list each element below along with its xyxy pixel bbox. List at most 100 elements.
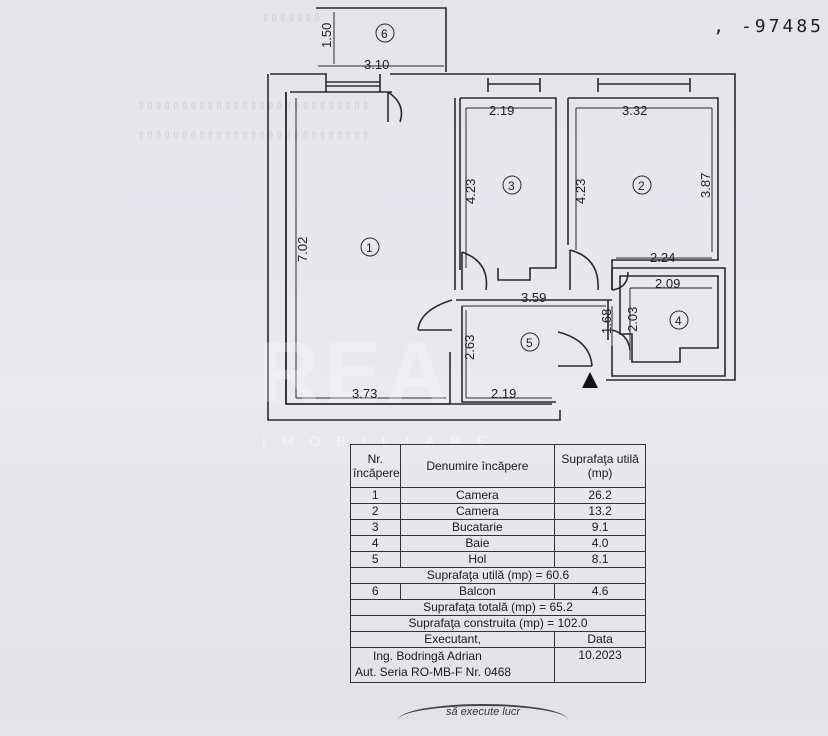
room-number: 4 — [675, 314, 682, 328]
stamp: să execute lucr — [398, 704, 568, 736]
table-row: 5 Hol 8.1 — [350, 551, 646, 568]
room-nr: 5 — [350, 551, 401, 568]
door-swing — [387, 91, 403, 123]
hall-outline — [456, 299, 612, 403]
room-number-circle — [360, 237, 380, 257]
dimension-label: 4.23 — [573, 179, 588, 204]
document-number: , -97485 — [713, 16, 824, 37]
room-number-circle — [520, 332, 540, 352]
room-number: 2 — [638, 179, 645, 193]
room1-outline — [285, 91, 456, 405]
dimension-label: 3.59 — [521, 290, 546, 305]
kitchen-outline — [459, 97, 557, 281]
dimension-label: 3.87 — [698, 173, 713, 198]
bath-outline — [619, 275, 719, 363]
dimension-label: 3.73 — [352, 386, 377, 401]
date-value: 10.2023 — [554, 647, 646, 683]
door-swing — [611, 270, 629, 291]
dimension-label: 3.10 — [364, 57, 389, 72]
dimension-line — [629, 287, 712, 360]
dimension-line — [465, 107, 552, 268]
window-mark — [325, 74, 381, 92]
watermark-logo: REA — [258, 325, 452, 421]
room-number: 3 — [508, 179, 515, 193]
engineer-name: Ing. Bodringă Adrian — [373, 649, 482, 663]
table-row: 2 Camera 13.2 — [350, 503, 646, 520]
room-nr: 4 — [350, 535, 401, 552]
dimension-label: 2.24 — [650, 250, 675, 265]
room-area: 9.1 — [554, 519, 646, 536]
dimension-label: 1.50 — [319, 23, 334, 48]
room-area: 4.6 — [554, 583, 646, 600]
room-number: 1 — [366, 241, 373, 255]
dimension-label: 2.63 — [462, 335, 477, 360]
room-nr: 1 — [350, 487, 401, 504]
useful-total: Suprafaţa utilă (mp) = 60.6 — [350, 567, 646, 584]
dimension-label: 1.68 — [599, 309, 614, 334]
table-row: 6 Balcon 4.6 — [350, 583, 646, 600]
outer-wall — [267, 73, 736, 421]
header-area: Suprafaţa utilă (mp) — [554, 444, 646, 488]
balcony-outline — [316, 7, 447, 72]
room-number: 6 — [381, 27, 388, 41]
table-row: Suprafaţa utilă (mp) = 60.6 — [350, 567, 646, 584]
document-sheet: , -97485 ▯▯▯▯▯▯▯ ▯▯▯▯▯▯▯▯▯▯▯▯▯▯▯▯▯▯▯▯▯▯▯… — [0, 0, 828, 720]
table-row: Executant, Data — [349, 631, 646, 648]
rooms-table: Nr. încăpere Denumire încăpere Suprafaţa… — [349, 444, 646, 683]
header-name: Denumire încăpere — [399, 444, 556, 488]
dimension-label: 4.23 — [463, 179, 478, 204]
window-mark — [597, 78, 691, 92]
dimension-line — [465, 310, 552, 399]
dimension-label: 2.03 — [625, 307, 640, 332]
table-row: 1 Camera 26.2 — [350, 487, 646, 504]
door-swing — [417, 299, 453, 331]
dimension-label: 2.19 — [489, 103, 514, 118]
room-number-circle — [632, 175, 652, 195]
room-nr: 2 — [350, 503, 401, 520]
dimension-line — [295, 98, 446, 399]
room-name: Balcon — [399, 583, 556, 600]
room-number: 5 — [526, 336, 533, 350]
room-nr: 3 — [350, 519, 401, 536]
room-number-circle — [669, 310, 689, 330]
room-name: Baie — [399, 535, 556, 552]
room-name: Camera — [399, 503, 556, 520]
dimension-label: 2.19 — [491, 386, 516, 401]
dimension-line — [318, 12, 444, 67]
room-number-circle — [502, 175, 522, 195]
window-mark — [487, 78, 541, 92]
executant-label: Executant, — [349, 631, 556, 648]
faint-print: ▯▯▯▯▯▯▯▯▯▯▯▯▯▯▯▯▯▯▯▯▯▯▯▯▯▯▯ — [138, 98, 371, 111]
executant-cell: Ing. Bodringă Adrian Aut. Seria RO-MB-F … — [349, 647, 556, 683]
total-area: Suprafaţa totală (mp) = 65.2 — [350, 599, 646, 616]
dimension-label: 7.02 — [295, 237, 310, 262]
room-number-circle — [375, 23, 395, 43]
door-swing — [569, 249, 599, 291]
authorization: Aut. Seria RO-MB-F Nr. 0468 — [355, 665, 512, 679]
header-nr: Nr. încăpere — [350, 444, 401, 488]
faint-print: ▯▯▯▯▯▯▯▯▯▯▯▯▯▯▯▯▯▯▯▯▯▯▯▯▯▯▯ — [138, 128, 371, 141]
door-swing — [611, 329, 631, 351]
door-swing — [557, 331, 593, 367]
room-area: 4.0 — [554, 535, 646, 552]
table-row: Ing. Bodringă Adrian Aut. Seria RO-MB-F … — [349, 647, 646, 683]
room-nr: 6 — [350, 583, 401, 600]
entrance-marker — [582, 372, 598, 388]
dimension-label: 3.32 — [622, 103, 647, 118]
floor-plan: REA IMOBILIARE 1 2 3 4 5 6 1.50 3.10 2.1… — [258, 7, 736, 449]
room-area: 13.2 — [554, 503, 646, 520]
room-area: 26.2 — [554, 487, 646, 504]
table-row: 4 Baie 4.0 — [350, 535, 646, 552]
table-row: Suprafaţa totală (mp) = 65.2 — [350, 599, 646, 616]
date-label: Data — [554, 631, 646, 648]
room-area: 8.1 — [554, 551, 646, 568]
table-row: 3 Bucatarie 9.1 — [350, 519, 646, 536]
faint-print: ▯▯▯▯▯▯▯ — [262, 10, 323, 23]
room-name: Bucatarie — [399, 519, 556, 536]
dimension-label: 2.09 — [655, 276, 680, 291]
table-row: Suprafaţa construita (mp) = 102.0 — [350, 615, 646, 632]
room-name: Hol — [399, 551, 556, 568]
room-name: Camera — [399, 487, 556, 504]
dimension-line — [575, 107, 713, 252]
built-area: Suprafaţa construita (mp) = 102.0 — [350, 615, 646, 632]
